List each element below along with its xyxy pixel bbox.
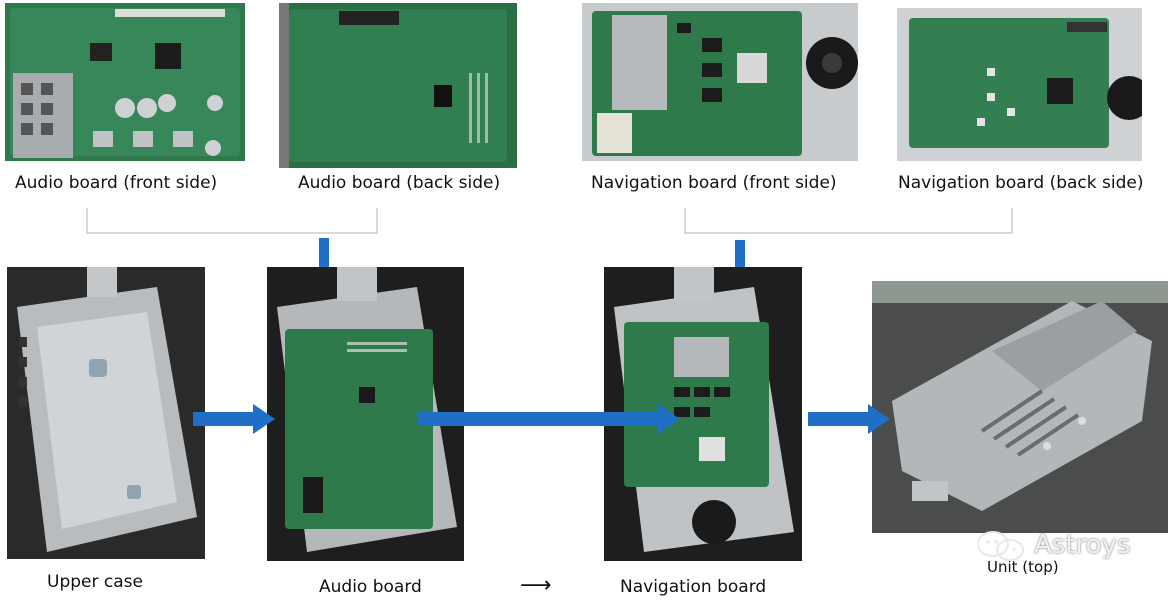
upper-case-photo [7,267,205,559]
chat-bubbles-icon [977,531,1024,561]
label-navigation-board-back: Navigation board (back side) [898,173,1144,193]
label-upper-case: Upper case [47,572,143,592]
label-navigation-board-front: Navigation board (front side) [591,173,837,193]
label-audio-board-back: Audio board (back side) [298,173,501,193]
unit-top-photo [872,281,1168,533]
watermark-text: Astroys [1034,530,1131,560]
audio-board-back-photo [279,3,517,168]
navigation-board-assembled-photo [604,267,802,561]
bracket-navigation [684,208,1013,234]
navigation-board-front-photo [582,3,858,161]
label-step-arrow: ⟶ [520,573,552,598]
label-unit-top: Unit (top) [987,558,1059,576]
label-audio-board-front: Audio board (front side) [15,173,218,193]
audio-board-assembled-photo [267,267,464,561]
label-navigation-board: Navigation board [620,577,767,597]
bracket-audio [86,208,378,234]
right-arrow-case-to-audio [193,404,275,434]
navigation-board-back-photo [897,8,1142,161]
label-audio-board: Audio board [319,577,422,597]
audio-board-front-photo [5,3,245,161]
